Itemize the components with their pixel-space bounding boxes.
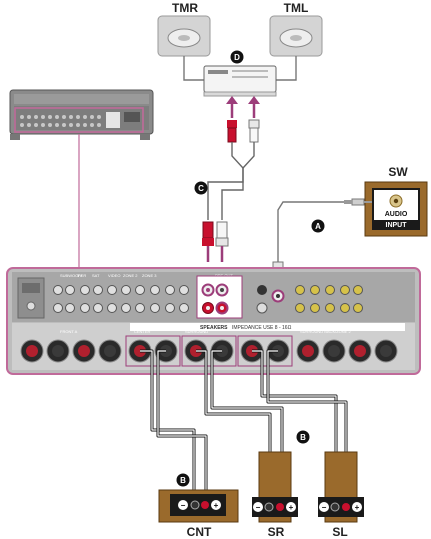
rca-plugs-bottom [202,221,229,247]
svg-text:B: B [300,433,306,442]
input-jack [295,285,305,295]
speakers-header: SPEAKERS [200,325,228,331]
svg-text:+: + [289,503,294,512]
input-jack [93,303,103,313]
label-sw: SW [388,165,408,179]
input-jack [65,285,75,295]
input-jack [135,303,145,313]
sw-jack-audio: AUDIO [385,211,408,218]
input-jack [135,285,145,295]
input-jack [310,303,320,313]
label-tmr: TMR [172,1,198,15]
input-jack [353,303,363,313]
badge-d [230,50,244,64]
speaker-terminal-post [104,345,116,357]
speakers-header-bar [130,323,405,331]
rca-cable-center [207,168,244,220]
svg-text:SUBWOOFER: SUBWOOFER [60,273,86,278]
svg-text:ZONE 2: ZONE 2 [123,273,138,278]
wire-tmr-amp [183,56,204,81]
center-label: CENTER [134,329,151,334]
input-jack [150,285,160,295]
svg-text:+: + [355,503,360,512]
label-sr: SR [268,525,285,539]
input-jack [179,303,189,313]
speaker-terminal-post [328,345,340,357]
input-jack [179,285,189,295]
speaker-terminal-post [354,345,366,357]
label-tml: TML [284,1,309,15]
input-jack [310,285,320,295]
badge-a [311,219,325,233]
input-jack [165,285,175,295]
input-jack [165,303,175,313]
front-a-label: FRONT A [60,329,78,334]
input-jack [93,285,103,295]
label-cnt: CNT [187,525,212,539]
receiver-input-jacks [53,285,363,313]
input-jack [107,303,117,313]
badge-b-center [176,473,190,487]
input-jack [53,285,63,295]
speaker-surround-left [318,451,364,523]
input-jack [65,303,75,313]
wire-tml-amp [276,56,297,81]
label-sl: SL [332,525,347,539]
surround-back-label: SURROUND BACK/ZONE 2 [300,329,351,334]
speaker-terminal-post [78,345,90,357]
rca-cable-red-top [231,142,244,182]
input-jack [80,285,90,295]
svg-text:B: B [180,476,186,485]
rca-cable-white-top [242,142,255,169]
input-jack [340,303,350,313]
svg-text:D: D [234,53,240,62]
speaker-terminal-post [26,345,38,357]
input-jack [325,303,335,313]
speaker-front-right [157,15,211,57]
speaker-terminal-post [302,345,314,357]
svg-text:TV: TV [77,273,82,278]
amplifier-unit [203,65,277,97]
svg-text:SAT: SAT [92,273,100,278]
receiver-thumbnail [9,89,154,140]
input-jack [121,303,131,313]
svg-text:A: A [315,222,321,231]
speaker-terminal-post [52,345,64,357]
signal-arrows-to-amp [226,96,260,118]
input-jack [53,303,63,313]
sw-jack-input: INPUT [386,222,408,229]
input-jack [325,285,335,295]
rca-plugs-top [227,119,260,143]
svg-text:ZONE 3: ZONE 3 [142,273,157,278]
impedance-label: IMPEDANCE USE 8 - 16Ω [232,325,292,331]
svg-text:C: C [198,184,204,193]
svg-text:−: − [322,503,327,512]
badge-c [194,181,208,195]
input-jack [353,285,363,295]
input-jack [80,303,90,313]
svg-text:VIDEO: VIDEO [108,273,120,278]
input-jack [107,285,117,295]
input-jack [295,303,305,313]
surround-label: SURROUND [185,329,208,334]
svg-text:−: − [181,501,186,510]
rca-cable-split [221,182,244,220]
svg-text:−: − [256,503,261,512]
speaker-cables [140,349,348,506]
input-jack [340,285,350,295]
subwoofer-panel [364,181,428,237]
input-jack [150,303,160,313]
preout-jacks [196,275,285,319]
speaker-front-left [269,15,323,57]
speaker-surround-right [252,451,298,523]
speaker-center [158,489,239,523]
svg-text:+: + [214,501,219,510]
speaker-terminal-post [380,345,392,357]
input-jack [121,285,131,295]
badge-b-surround [296,430,310,444]
